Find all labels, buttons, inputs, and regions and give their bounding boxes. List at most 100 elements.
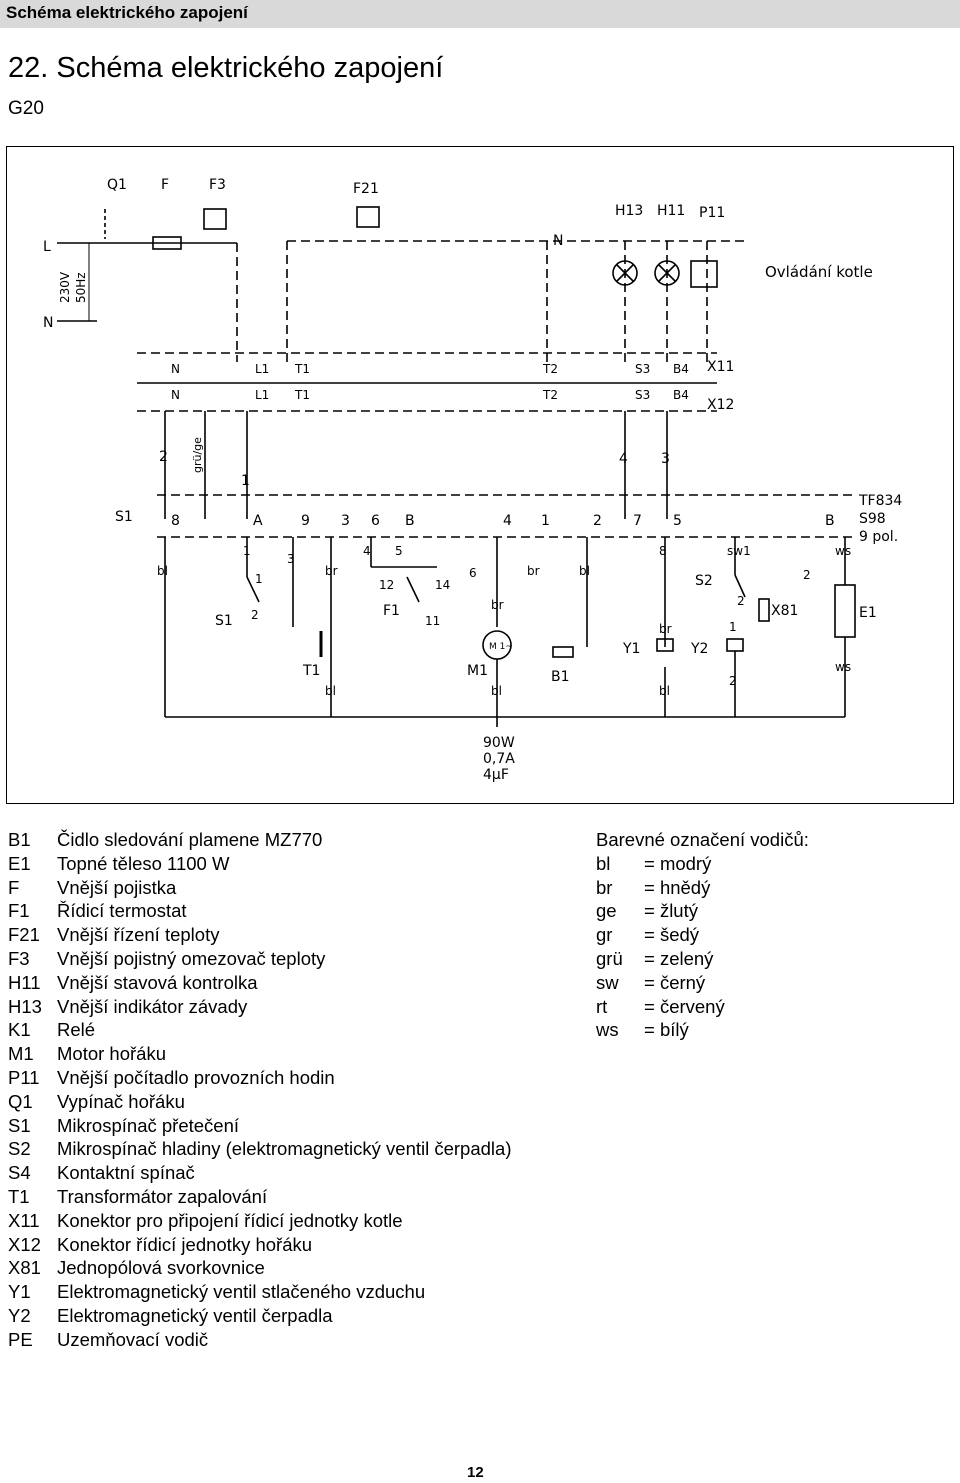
wire-lbl-6: 6 [469, 566, 477, 580]
wire-num-2: 2 [159, 449, 168, 465]
term-n1: N [171, 362, 180, 376]
legend-text: Uzemňovací vodič [57, 1328, 209, 1350]
color-row: br = hnědý [596, 876, 936, 900]
legend-text: Mikrospínač přetečení [57, 1114, 240, 1136]
wire-bl-5: bl [659, 684, 670, 698]
label-f21: F21 [353, 181, 379, 197]
label-current: 0,7A [483, 751, 515, 767]
wiring-diagram-svg: Q1 F F3 F21 H13 H11 P11 L N N 230V 50Hz … [43, 177, 902, 783]
legend-code: H11 [8, 971, 41, 993]
legend-code: S2 [8, 1138, 31, 1160]
legend-code: E1 [8, 852, 31, 874]
wire-lbl-3: 3 [287, 552, 295, 566]
header-title: Schéma elektrického zapojení [6, 3, 248, 22]
color-text: = modrý [644, 852, 712, 874]
wire-br-1: br [325, 564, 338, 578]
color-text: = hnědý [644, 876, 711, 898]
wire-color-title: Barevné označení vodičů: [596, 829, 809, 850]
lamp-h13 [612, 260, 638, 286]
pin-8: 8 [171, 513, 180, 529]
wire-lbl-2b: 2 [729, 674, 737, 688]
wire-bl-4: bl [491, 684, 502, 698]
legend-row: X12 Konektor řídicí jednotky hořáku [8, 1233, 588, 1257]
wire-color-legend: Barevné označení vodičů: bl= modrý br = h… [596, 828, 936, 1042]
wire-sw1: sw1 [727, 544, 751, 558]
legend-code: K1 [8, 1019, 31, 1041]
legend-text: Kontaktní spínač [57, 1162, 195, 1184]
label-ovladani: Ovládání kotle [765, 263, 873, 281]
legend-text: Vnější stavová kontrolka [57, 971, 258, 993]
color-text: = zelený [644, 947, 714, 969]
legend-text: Řídicí termostat [57, 900, 187, 922]
legend-code: Y2 [8, 1304, 31, 1326]
legend-text: Konektor řídicí jednotky hořáku [57, 1233, 313, 1255]
color-code: ws [596, 1019, 619, 1041]
legend-text: Motor hořáku [57, 1043, 166, 1065]
wire-br-2: br [527, 564, 540, 578]
lamp-h11 [654, 260, 680, 286]
label-n-top: N [553, 233, 563, 249]
term-s3b: S3 [635, 388, 650, 402]
legend-text: Vnější řízení teploty [57, 924, 220, 946]
pin-5: 5 [673, 513, 682, 529]
term-t1a: T1 [294, 362, 310, 376]
wiring-diagram: Q1 F F3 F21 H13 H11 P11 L N N 230V 50Hz … [6, 146, 954, 804]
legend-row: H13 Vnější indikátor závady [8, 995, 588, 1019]
legend-text: Čidlo sledování plamene MZ770 [57, 829, 323, 850]
legend-code: P11 [8, 1066, 40, 1088]
wire-lbl-1: 1 [243, 544, 251, 558]
label-f1: F1 [383, 603, 400, 619]
color-row: bl= modrý [596, 852, 936, 876]
legend-text: Vypínač hořáku [57, 1090, 185, 1112]
f3-box [203, 208, 227, 230]
wire-lbl-4: 4 [363, 544, 371, 558]
legend-code: F1 [8, 900, 30, 922]
wire-lbl-12: 12 [379, 578, 394, 592]
label-f: F [161, 177, 169, 193]
motor-symbol: M 1~ [489, 642, 513, 652]
f21-box [356, 206, 380, 228]
pin-9: 9 [301, 513, 310, 529]
sensor-b1 [552, 646, 574, 658]
legend-row: H11 Vnější stavová kontrolka [8, 971, 588, 995]
header-bar: Schéma elektrického zapojení [0, 0, 960, 28]
label-x12: X12 [707, 397, 734, 413]
color-code: sw [596, 971, 619, 993]
legend-text: Mikrospínač hladiny (elektromagnetický v… [57, 1138, 512, 1160]
label-s2: S2 [695, 573, 713, 589]
legend-code: F3 [8, 947, 30, 969]
legend-code: X12 [8, 1233, 41, 1255]
term-l1a: L1 [255, 362, 269, 376]
legend-code: H13 [8, 995, 42, 1017]
legend-code: S4 [8, 1162, 31, 1184]
label-t1: T1 [302, 663, 320, 679]
color-code: br [596, 876, 613, 898]
switch-f1 [406, 576, 420, 603]
section-subtitle: G20 [8, 98, 44, 119]
label-tf834: TF834 [858, 493, 902, 509]
terminal-x81 [758, 598, 770, 622]
wire-num-4: 4 [619, 451, 628, 467]
color-code: grü [596, 947, 623, 969]
label-x11: X11 [707, 359, 734, 375]
fuse-f [152, 236, 182, 250]
legend-code: F [8, 876, 20, 898]
wire-ws-2: ws [835, 660, 851, 674]
legend-text: Vnější indikátor závady [57, 995, 248, 1017]
label-h13: H13 [615, 203, 643, 219]
valve-y1 [656, 638, 674, 652]
color-row: ge= žlutý [596, 899, 936, 923]
legend-text: Vnější počítadlo provozních hodin [57, 1066, 335, 1088]
legend-code: M1 [8, 1043, 34, 1065]
wire-lbl-14: 14 [435, 578, 450, 592]
counter-p11 [690, 260, 718, 288]
